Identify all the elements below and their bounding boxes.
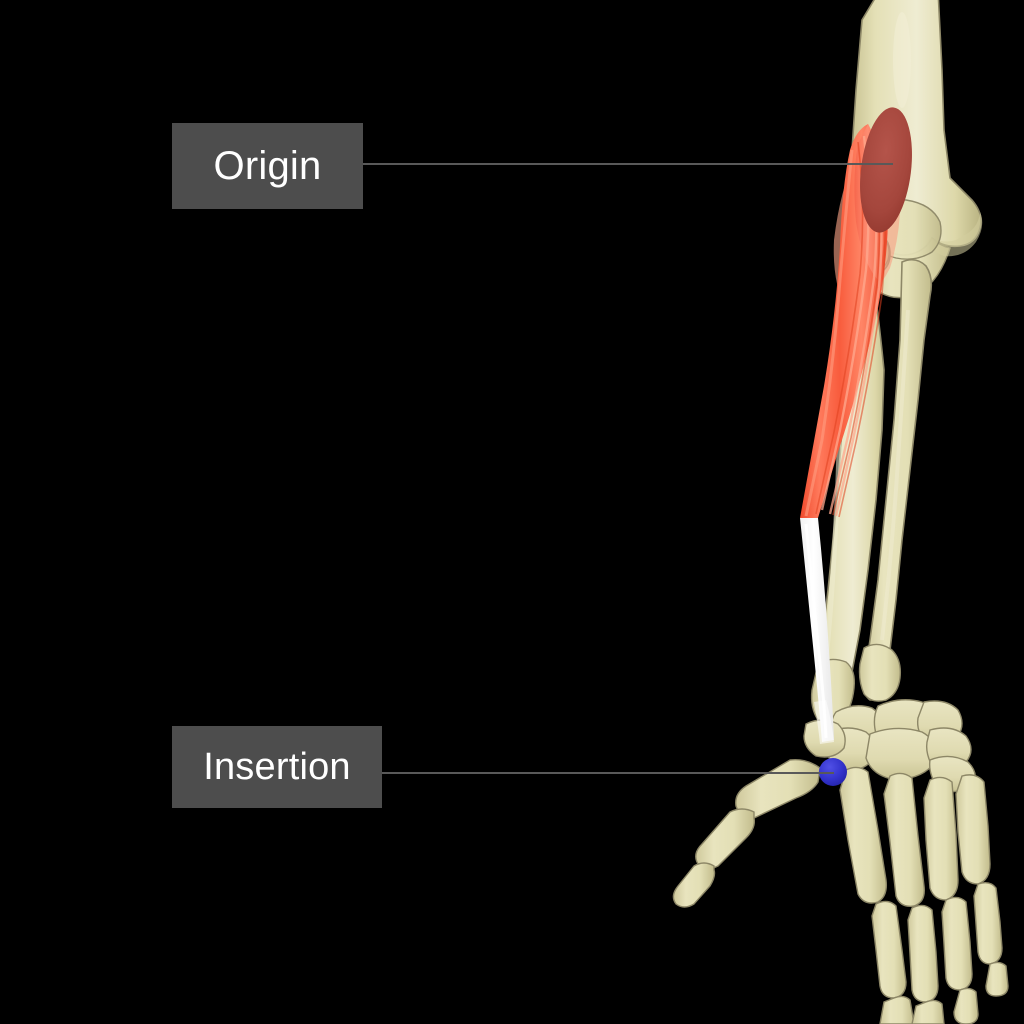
- metacarpal-bones: [735, 758, 991, 907]
- insertion-label[interactable]: Insertion: [172, 726, 382, 808]
- ulna-bone: [858, 258, 933, 702]
- origin-label[interactable]: Origin: [172, 123, 363, 209]
- origin-label-text: Origin: [213, 143, 322, 188]
- origin-marker: [860, 107, 912, 233]
- carpal-bones: [803, 699, 976, 793]
- insertion-leader-line: [382, 772, 834, 774]
- insertion-label-text: Insertion: [203, 745, 351, 788]
- phalange-bones: [672, 808, 1009, 1024]
- brachioradialis-tendon: [800, 518, 834, 744]
- origin-leader-line: [363, 163, 893, 165]
